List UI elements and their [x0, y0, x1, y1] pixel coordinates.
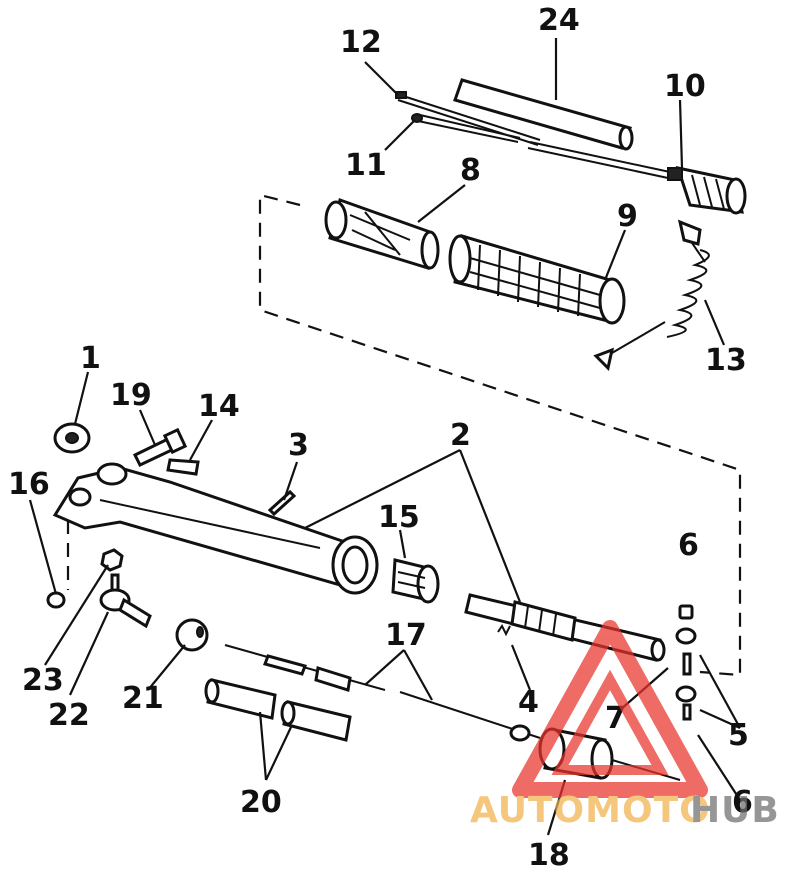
part-22-rod-end — [99, 573, 152, 629]
part-1-washer — [53, 422, 91, 454]
part-2-throttle-shaft — [464, 593, 666, 662]
callout-7: 7 — [605, 701, 626, 736]
callout-23: 23 — [22, 663, 64, 698]
part-4-clip — [497, 624, 511, 637]
part-24-tube — [453, 78, 634, 151]
callout-5: 5 — [728, 718, 749, 753]
part-14-plate — [166, 458, 200, 476]
callout-8: 8 — [460, 153, 481, 188]
callout-4: 4 — [518, 685, 539, 720]
part-9-handle-grip — [448, 234, 626, 325]
callout-9: 9 — [617, 199, 638, 234]
callout-18: 18 — [528, 838, 570, 873]
part-10-switch — [667, 165, 747, 215]
callout-20: 20 — [240, 785, 282, 820]
callout-12: 12 — [340, 25, 382, 60]
watermark-triangle-icon — [512, 620, 708, 798]
part-2-tiller-arm — [52, 462, 379, 595]
part-6-nut-upper — [678, 604, 694, 620]
callout-3: 3 — [288, 428, 309, 463]
part-17-cable-upper — [224, 644, 386, 692]
part-23-nut — [100, 548, 124, 572]
part-13-lanyard — [593, 219, 710, 371]
callout-24: 24 — [538, 3, 580, 38]
watermark-text-automoto: AUTOMOTO — [470, 790, 711, 831]
callout-6b: 6 — [732, 785, 753, 820]
callout-19: 19 — [110, 378, 152, 413]
part-17-cable-lower — [399, 691, 541, 742]
part-11-cable — [411, 113, 671, 179]
callout-13: 13 — [705, 343, 747, 378]
callout-21: 21 — [122, 681, 164, 716]
part-7-sleeve — [675, 627, 697, 703]
callout-14: 14 — [198, 389, 240, 424]
callout-11: 11 — [345, 148, 387, 183]
callout-10: 10 — [664, 69, 706, 104]
part-21-ball — [175, 618, 209, 652]
part-19-bolt — [132, 427, 188, 467]
watermark-text-hub: HUB — [690, 790, 780, 831]
part-20-boots — [204, 678, 352, 742]
callout-6a: 6 — [678, 528, 699, 563]
callout-16: 16 — [8, 467, 50, 502]
watermark-logo: AUTOMOTO HUB — [470, 620, 780, 831]
part-16-nut — [46, 591, 66, 609]
part-5-pins — [682, 652, 692, 721]
callout-22: 22 — [48, 698, 90, 733]
part-3-pin — [267, 489, 297, 517]
callout-17: 17 — [385, 618, 427, 653]
callout-2: 2 — [450, 418, 471, 453]
callout-1: 1 — [80, 341, 101, 376]
callout-15: 15 — [378, 500, 420, 535]
part-15-bushing — [391, 558, 440, 604]
assembly-boundary — [258, 193, 742, 677]
part-8-grip-sleeve — [324, 198, 440, 270]
leader-lines — [28, 38, 741, 836]
